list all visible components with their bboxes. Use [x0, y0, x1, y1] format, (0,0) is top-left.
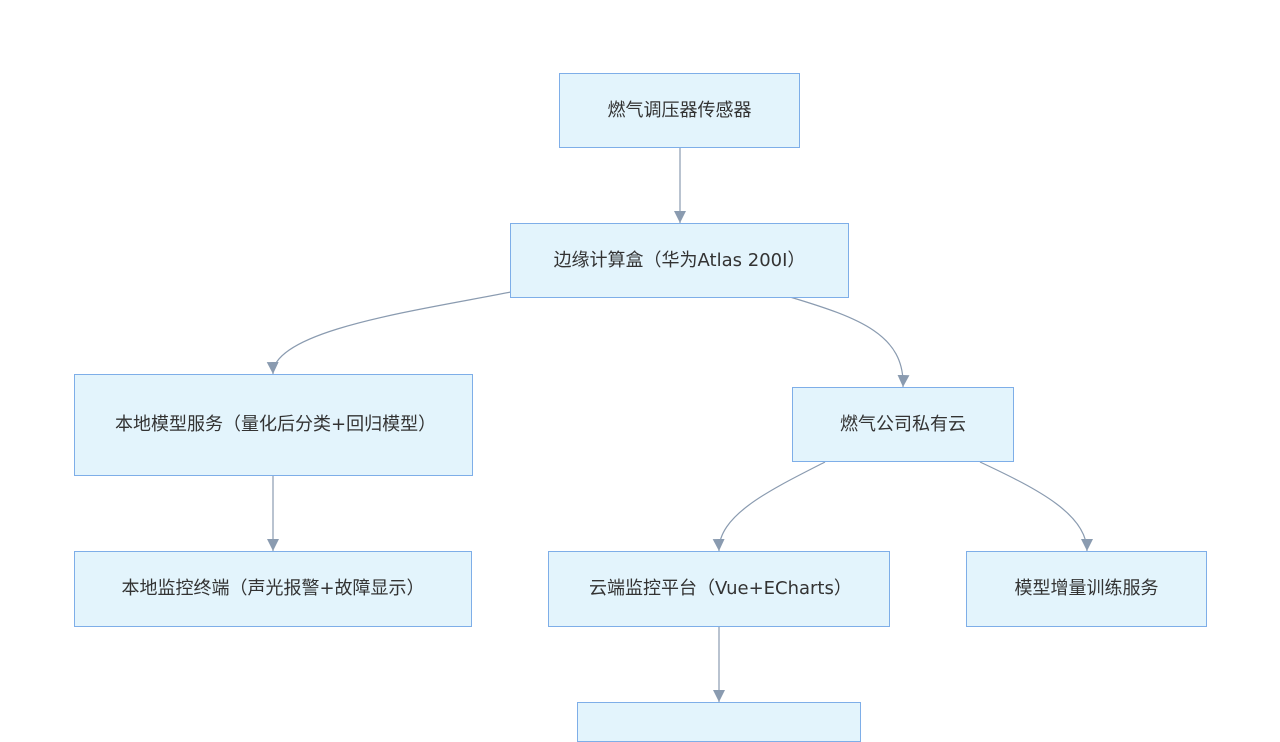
node-label: 本地监控终端（声光报警+故障显示）	[121, 578, 425, 599]
edge-edgebox-to-localmodel	[266, 291, 512, 375]
edge-privatecloud-to-training	[979, 461, 1093, 552]
node-label: 云端监控平台（Vue+ECharts）	[589, 578, 852, 599]
node-private-cloud: 燃气公司私有云	[792, 387, 1014, 462]
node-cloud-monitoring-platform: 云端监控平台（Vue+ECharts）	[548, 551, 890, 627]
node-bottom-partial	[577, 702, 861, 742]
node-label: 本地模型服务（量化后分类+回归模型）	[115, 414, 437, 435]
node-model-incremental-training: 模型增量训练服务	[966, 551, 1207, 627]
node-edge-computing-box: 边缘计算盒（华为Atlas 200I）	[510, 223, 849, 298]
diagram-edges	[266, 148, 1093, 702]
edge-edgebox-to-privatecloud	[789, 296, 910, 388]
node-label: 燃气公司私有云	[840, 413, 966, 435]
node-local-monitoring-terminal: 本地监控终端（声光报警+故障显示）	[74, 551, 472, 627]
node-label: 燃气调压器传感器	[607, 99, 752, 121]
node-label: 边缘计算盒（华为Atlas 200I）	[553, 249, 806, 271]
node-label: 模型增量训练服务	[1014, 578, 1159, 599]
edge-privatecloud-to-platform	[712, 461, 826, 552]
node-gas-regulator-sensor: 燃气调压器传感器	[559, 73, 800, 148]
node-local-model-service: 本地模型服务（量化后分类+回归模型）	[74, 374, 473, 476]
